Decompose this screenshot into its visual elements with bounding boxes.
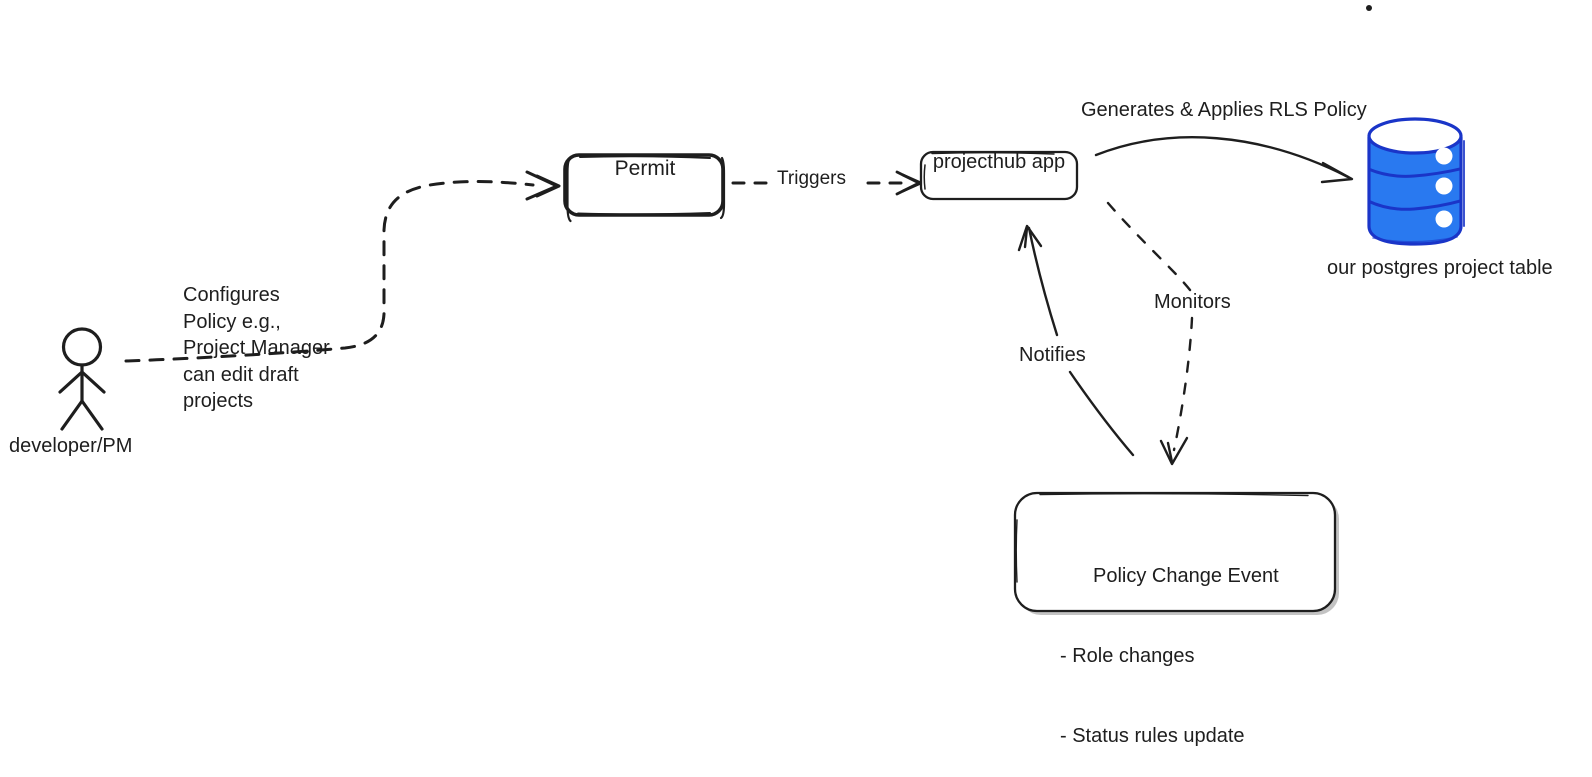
edge-notifies: [1027, 226, 1135, 457]
arrowhead-generates-rls: [1320, 161, 1354, 184]
edge-triggers-label: Triggers: [777, 168, 846, 189]
diagram-canvas: [58, 5, 1465, 615]
node-policy-change-event[interactable]: [1013, 491, 1339, 615]
policy-change-event-title: Policy Change Event: [1093, 564, 1279, 587]
arrowhead-configures: [525, 170, 561, 201]
edge-generates-rls: [1094, 136, 1350, 179]
database-cylinder-icon: [1367, 117, 1465, 246]
actor-caption: developer/PM: [9, 435, 133, 457]
policy-change-event-item-1: - Status rules update: [1060, 725, 1245, 748]
stick-figure-icon: [58, 327, 106, 431]
edge-monitors-label: Monitors: [1154, 291, 1231, 313]
stray-dot: [1366, 5, 1372, 11]
node-projecthub-app[interactable]: [919, 150, 1079, 201]
arrowhead-monitors: [1159, 436, 1189, 466]
policy-change-event-text: Policy Change Event - Role changes - Sta…: [1060, 509, 1320, 777]
arrowhead-notifies: [1017, 224, 1043, 252]
edge-generates-rls-label: Generates & Applies RLS Policy: [1081, 99, 1367, 121]
policy-change-event-item-0: - Role changes: [1060, 644, 1195, 667]
node-projecthub-label: projecthub app: [932, 151, 1066, 173]
node-permit[interactable]: [563, 153, 726, 223]
edge-configures: [124, 180, 535, 363]
edge-configures-label: Configures Policy e.g., Project Manager …: [183, 284, 330, 413]
edge-notifies-label: Notifies: [1019, 344, 1086, 366]
node-permit-label: Permit: [614, 157, 676, 180]
database-caption: our postgres project table: [1327, 257, 1553, 279]
edge-monitors: [1106, 201, 1194, 452]
